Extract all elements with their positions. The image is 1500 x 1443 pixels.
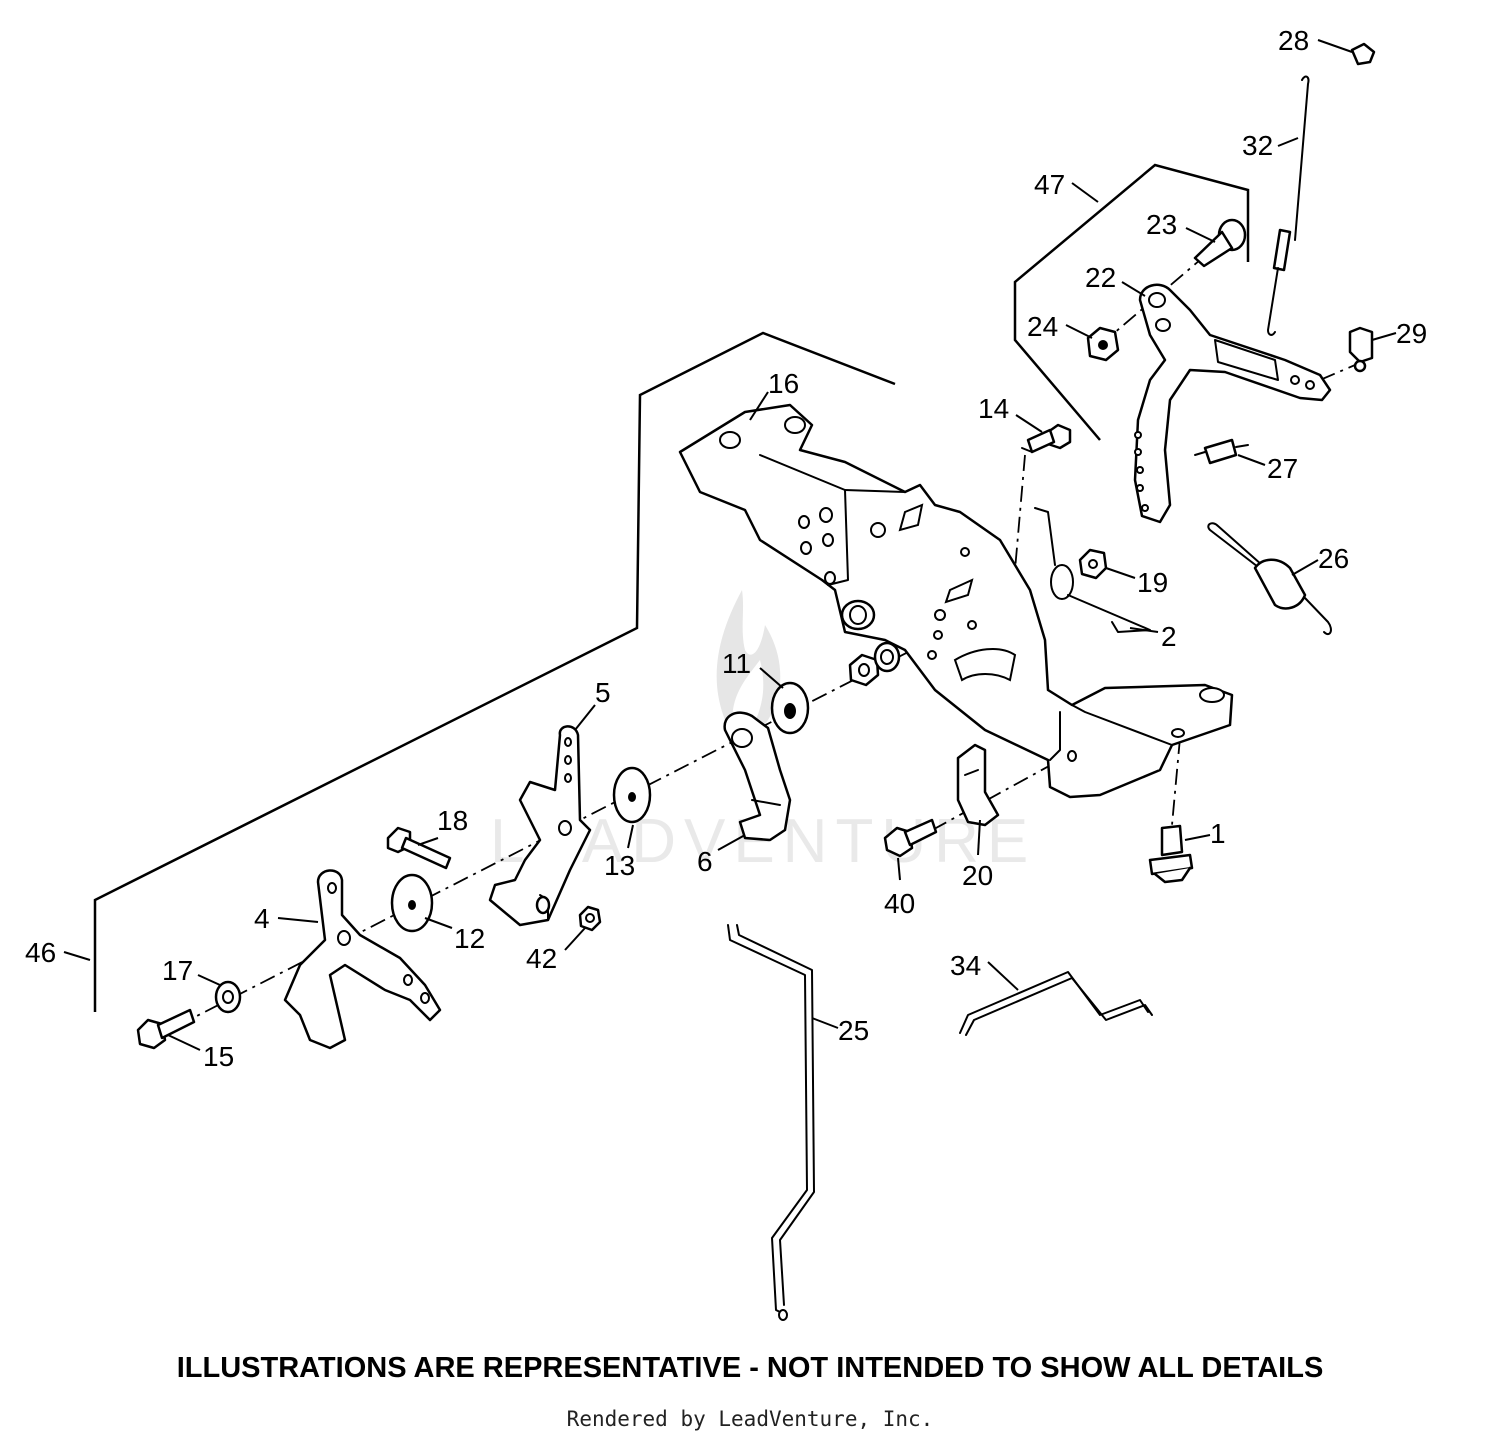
bolt-1	[1148, 824, 1194, 884]
callout-42: 42	[526, 943, 557, 974]
axis-bolt-1	[1171, 737, 1181, 826]
leader-20	[977, 819, 981, 856]
callout-13: 13	[604, 850, 635, 881]
leader-47	[1071, 182, 1099, 203]
leader-lines	[63, 39, 1397, 1051]
lever-6	[723, 711, 792, 842]
rod-25	[727, 924, 815, 1321]
leader-4	[277, 917, 319, 923]
leader-18	[417, 837, 439, 846]
shaft-nut	[848, 641, 901, 687]
callout-1: 1	[1210, 818, 1226, 849]
callout-17: 17	[162, 955, 193, 986]
callout-12: 12	[454, 923, 485, 954]
link-rod-32	[1267, 75, 1310, 336]
callout-46: 46	[25, 937, 56, 968]
bolt-14	[1021, 423, 1072, 454]
axis-bolt-14	[1014, 454, 1026, 571]
callout-34: 34	[950, 950, 981, 981]
callout-16: 16	[768, 368, 799, 399]
leader-34	[987, 961, 1019, 991]
group-bracket-47	[1013, 163, 1250, 441]
callout-18: 18	[437, 805, 468, 836]
bolt-40	[883, 818, 938, 858]
nut-24	[1086, 326, 1120, 362]
callout-20: 20	[962, 860, 993, 891]
disclaimer-text: ILLUSTRATIONS ARE REPRESENTATIVE - NOT I…	[176, 1352, 1324, 1384]
callout-25: 25	[838, 1015, 869, 1046]
leader-12	[424, 917, 453, 929]
callout-14: 14	[978, 393, 1009, 424]
callout-5: 5	[595, 677, 611, 708]
leader-13	[627, 824, 634, 849]
leader-23	[1185, 227, 1216, 243]
leader-1	[1184, 834, 1211, 841]
callout-29: 29	[1396, 318, 1427, 349]
clip-29	[1348, 326, 1374, 373]
axis-link-29	[1319, 364, 1356, 381]
callout-40: 40	[884, 888, 915, 919]
leader-5	[574, 704, 596, 731]
washer-12	[390, 873, 434, 933]
leader-29	[1371, 332, 1397, 341]
callout-26: 26	[1318, 543, 1349, 574]
lever-arm-5	[488, 725, 592, 927]
screw-28	[1350, 42, 1376, 66]
callout-2: 2	[1161, 621, 1177, 652]
callout-32: 32	[1242, 130, 1273, 161]
leader-42	[564, 927, 586, 951]
nut-42	[578, 905, 602, 932]
callout-19: 19	[1137, 567, 1168, 598]
clip-20	[956, 743, 1000, 827]
leader-46	[63, 951, 91, 961]
spring-27	[1194, 438, 1249, 465]
callout-47: 47	[1034, 169, 1065, 200]
rod-34	[959, 971, 1153, 1036]
credit-text: Rendered by LeadVenture, Inc.	[566, 1407, 934, 1431]
callout-6: 6	[697, 846, 713, 877]
leader-24	[1065, 324, 1093, 339]
exploded-parts-diagram: LEADVENTURE	[25, 25, 1427, 1321]
leader-22	[1121, 281, 1146, 297]
leader-2	[1129, 627, 1159, 633]
leader-15	[167, 1034, 201, 1051]
pin-23	[1193, 218, 1247, 268]
leader-28	[1317, 39, 1353, 53]
lever-assembly-47	[1133, 283, 1332, 524]
washer-17	[214, 980, 242, 1014]
spring-26	[1207, 522, 1332, 636]
callout-23: 23	[1146, 209, 1177, 240]
nut-19	[1078, 548, 1108, 580]
bolt-15	[136, 1008, 196, 1050]
callout-labels: 1 2 4 5 6 11 12 13 14 15 16 17 18 19 20 …	[25, 25, 1427, 1072]
bolt-18	[386, 826, 452, 870]
leader-27	[1237, 454, 1266, 466]
torsion-spring-2	[1034, 507, 1151, 633]
leader-14	[1015, 414, 1043, 433]
washer-13	[612, 766, 652, 824]
callout-27: 27	[1267, 453, 1298, 484]
callout-22: 22	[1085, 262, 1116, 293]
leader-26	[1291, 559, 1319, 576]
callout-11: 11	[722, 648, 751, 679]
leader-40	[897, 857, 901, 881]
callout-24: 24	[1027, 311, 1058, 342]
lever-bracket-4	[283, 869, 442, 1050]
leader-11	[759, 667, 784, 689]
leader-32	[1277, 137, 1299, 147]
washer-11	[770, 681, 810, 735]
leader-19	[1105, 567, 1136, 579]
leader-25	[811, 1017, 839, 1029]
callout-15: 15	[203, 1041, 234, 1072]
callout-28: 28	[1278, 25, 1309, 56]
axis-lower	[904, 759, 1061, 846]
callout-4: 4	[254, 903, 270, 934]
leader-16	[749, 391, 769, 421]
main-bracket-plate	[678, 403, 1234, 799]
leader-6	[717, 834, 746, 851]
leader-17	[197, 974, 221, 986]
flame-logo-icon	[716, 590, 781, 745]
group-bracket-46	[93, 331, 896, 1012]
